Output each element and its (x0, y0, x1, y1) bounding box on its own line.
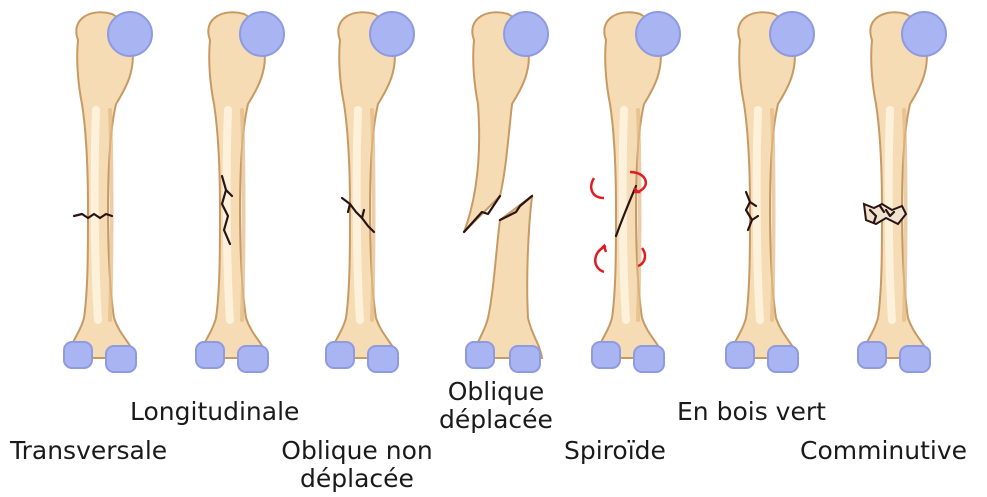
femoral-head (902, 12, 946, 56)
condyle-left (196, 342, 224, 368)
femoral-head (240, 12, 284, 56)
femoral-head (636, 12, 680, 56)
label-line: déplacée (432, 406, 560, 434)
femoral-head (370, 12, 414, 56)
condyle-right (238, 346, 268, 372)
label-spiroide: Spiroïde (564, 437, 666, 465)
femoral-head (504, 12, 548, 56)
condyle-left (326, 342, 354, 368)
femur-en_bois_vert (726, 12, 814, 372)
femoral-head (108, 12, 152, 56)
femur-body (330, 12, 398, 358)
femur-oblique_non_deplacee (326, 12, 414, 372)
femur-comminutive (858, 12, 946, 372)
label-transversale: Transversale (10, 437, 167, 465)
bone-shadow (638, 110, 640, 320)
label-en-bois-vert: En bois vert (677, 398, 826, 426)
label-line: Oblique non (272, 437, 442, 465)
femur-body (596, 12, 664, 358)
condyle-left (858, 342, 886, 368)
femur-body (730, 12, 798, 358)
femur-lower-fragment (466, 196, 542, 372)
femur-body (200, 12, 268, 358)
condyle-left (64, 342, 92, 368)
condyle-right (106, 346, 136, 372)
label-oblique-deplacee: Oblique déplacée (432, 378, 560, 434)
condyle-right (510, 346, 540, 372)
condyle-right (768, 346, 798, 372)
bone-shadow (372, 110, 374, 320)
label-line: Oblique (432, 378, 560, 406)
condyle-left (466, 342, 494, 368)
condyle-right (900, 346, 930, 372)
lower-fragment-body (472, 196, 542, 358)
femur-transversale (64, 12, 152, 372)
femur-oblique_deplacee (464, 12, 548, 372)
label-comminutive: Comminutive (800, 437, 967, 465)
bone-shadow (242, 110, 244, 320)
condyle-left (726, 342, 754, 368)
label-longitudinale: Longitudinale (130, 398, 299, 426)
femur-upper-fragment (464, 12, 548, 232)
femoral-head (770, 12, 814, 56)
condyle-left (592, 342, 620, 368)
label-line: déplacée (272, 465, 442, 493)
femur-body (68, 12, 136, 358)
condyle-right (634, 346, 664, 372)
femur-spiroide (591, 12, 680, 372)
arrow-head (634, 188, 638, 192)
label-oblique-non-deplacee: Oblique non déplacée (272, 437, 442, 493)
bone-shadow (772, 110, 774, 320)
femur-body (862, 12, 930, 358)
condyle-right (368, 346, 398, 372)
femur-longitudinale (196, 12, 284, 372)
